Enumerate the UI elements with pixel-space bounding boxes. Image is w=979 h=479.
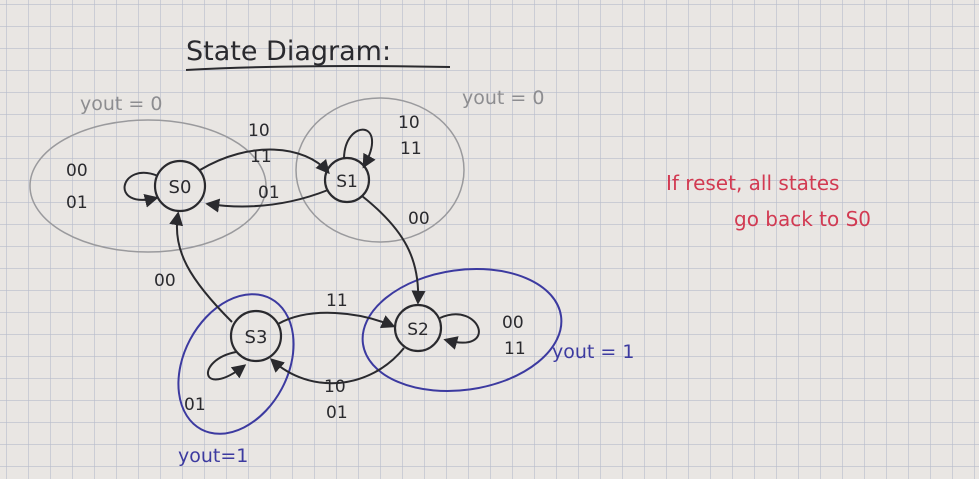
label-s0-s1-a: 10 (248, 121, 270, 141)
label-s1-self-a: 10 (398, 113, 420, 133)
state-s3: S3 (229, 309, 283, 363)
state-s1: S1 (323, 156, 371, 204)
label-s1-s0: 01 (258, 183, 280, 203)
edge-s1-self (343, 128, 376, 169)
label-s1-self-b: 11 (400, 139, 422, 159)
label-s2-s3-b: 01 (326, 403, 348, 423)
group-label-s1: yout = 0 (462, 87, 544, 109)
label-s1-s2: 00 (408, 209, 430, 229)
reset-note-line2: go back to S0 (734, 207, 871, 231)
edge-s3-s2 (277, 311, 396, 329)
edge-s0-self (123, 171, 159, 208)
edge-s3-self (207, 351, 247, 381)
label-s2-self-b: 11 (504, 339, 526, 359)
label-s2-self-a: 00 (502, 313, 524, 333)
state-s0: S0 (153, 159, 207, 213)
edge-s0-s1 (199, 148, 330, 175)
label-s2-s3-a: 10 (324, 377, 346, 397)
group-label-s2: yout = 1 (552, 341, 634, 363)
group-yout1-s3 (177, 293, 295, 435)
label-s3-s0: 00 (154, 271, 176, 291)
group-yout1-s2 (361, 267, 563, 393)
edge-s1-s0 (205, 189, 329, 213)
edge-s2-self (439, 313, 480, 350)
group-yout0-s0 (29, 119, 267, 253)
diagram-title: State Diagram: (186, 36, 391, 67)
state-s2-label: S2 (407, 320, 429, 340)
edge-s2-s3 (269, 347, 405, 385)
group-label-s3: yout=1 (178, 445, 248, 467)
reset-note-line1: If reset, all states (666, 171, 839, 195)
state-s1-label: S1 (336, 172, 358, 192)
title-underline (185, 65, 451, 71)
label-s0-self-a: 00 (66, 161, 88, 181)
group-label-s0: yout = 0 (80, 93, 162, 115)
group-yout0-s1 (295, 97, 465, 243)
edge-s1-s2 (361, 195, 426, 305)
state-s0-label: S0 (169, 177, 192, 198)
label-s0-s1-b: 11 (250, 147, 272, 167)
label-s0-self-b: 01 (66, 193, 88, 213)
edge-s3-s0 (169, 211, 233, 323)
label-s3-s2: 11 (326, 291, 348, 311)
state-s3-label: S3 (245, 327, 268, 348)
label-s3-self: 01 (184, 395, 206, 415)
